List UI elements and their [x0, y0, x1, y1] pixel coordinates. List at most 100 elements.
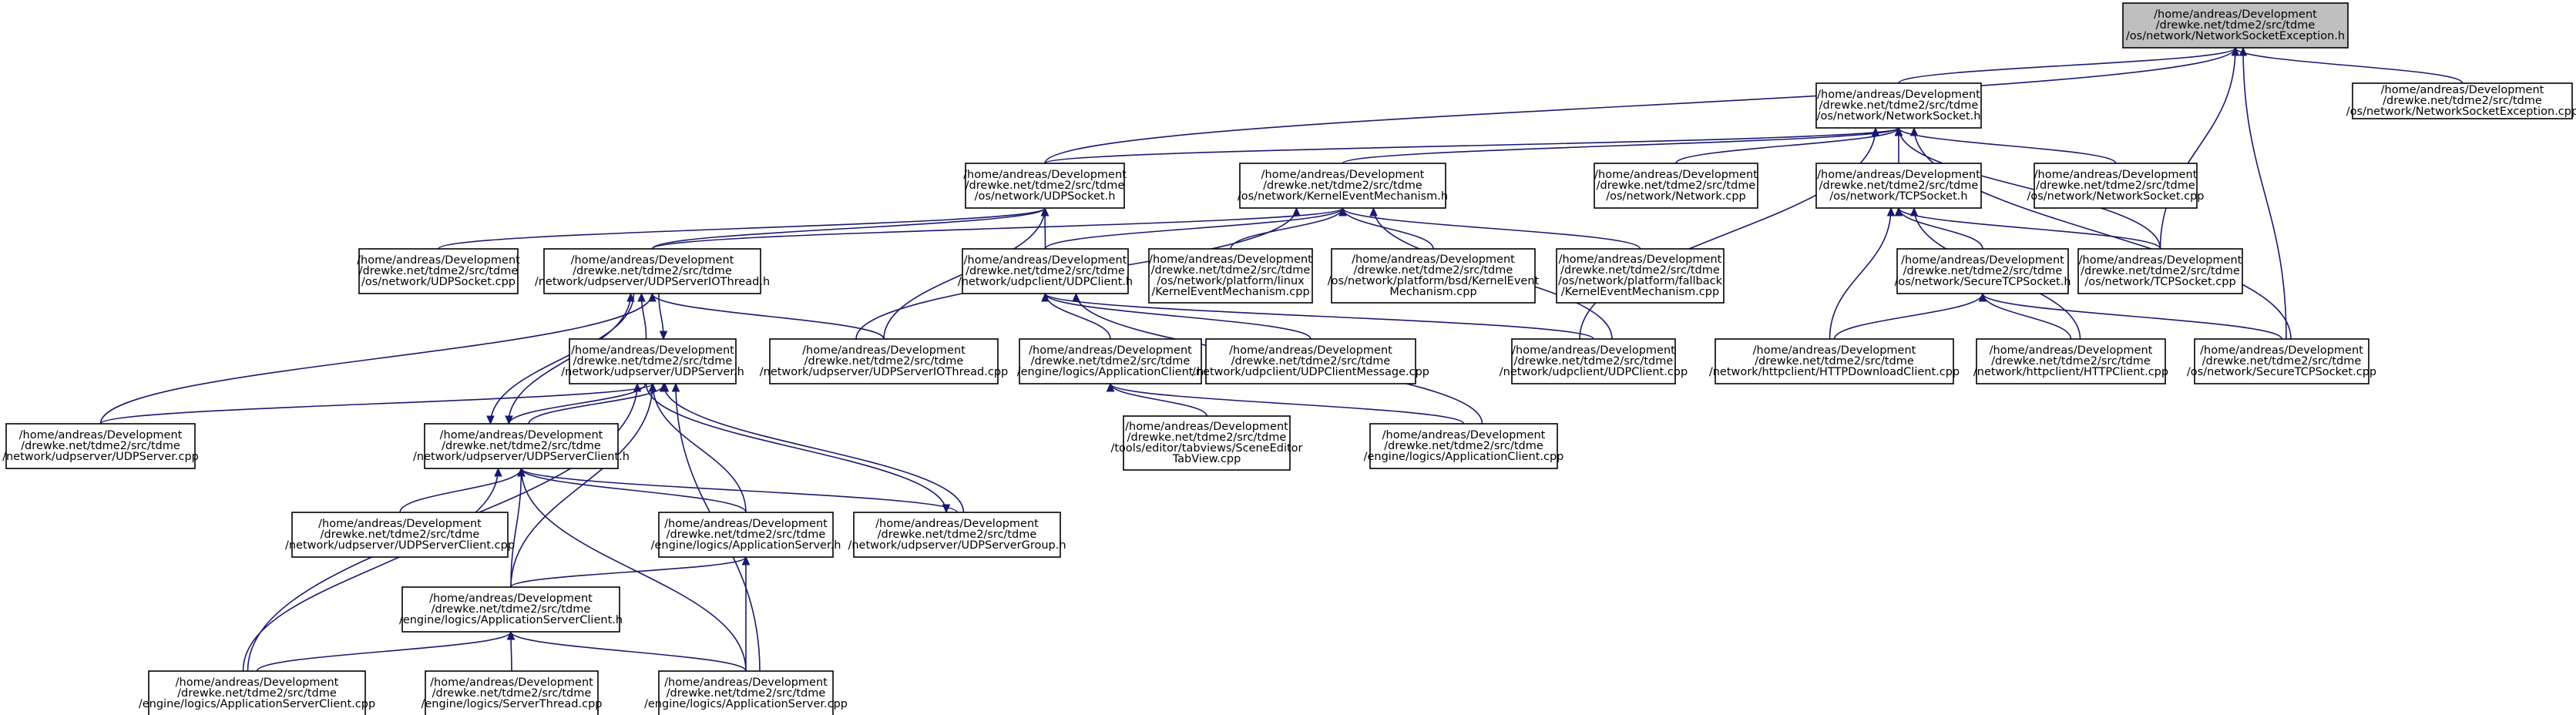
- node-label-line: /os/network/KernelEventMechanism.h: [1238, 190, 1448, 203]
- edge-asc-h-to-us-h: [510, 383, 653, 588]
- node-box: [148, 670, 366, 715]
- graph-node-kem-bsd[interactable]: /home/andreas/Development/drewke.net/tdm…: [1328, 248, 1540, 304]
- node-label-line: /home/andreas/Development: [571, 344, 734, 357]
- graph-node-ac-cpp[interactable]: /home/andreas/Development/drewke.net/tdm…: [1364, 423, 1564, 469]
- node-label-line: /network/udpserver/UDPServerIOThread.cpp: [760, 366, 1009, 378]
- graph-node-us-cpp[interactable]: /home/andreas/Development/drewke.net/tdm…: [2, 423, 199, 469]
- graph-node-as-cpp[interactable]: /home/andreas/Development/drewke.net/tdm…: [644, 670, 848, 715]
- node-label-line: /home/andreas/Development: [2034, 169, 2198, 181]
- graph-node-as-h[interactable]: /home/andreas/Development/drewke.net/tdm…: [651, 512, 841, 558]
- graph-node-hc-cpp[interactable]: /home/andreas/Development/drewke.net/tdm…: [1973, 338, 2168, 384]
- node-label-line: /network/udpserver/UDPServer.h: [561, 366, 744, 378]
- graph-node-net-cpp[interactable]: /home/andreas/Development/drewke.net/tdm…: [1594, 163, 1758, 209]
- node-label-line: /drewke.net/tdme2/src/tdme: [573, 355, 733, 368]
- node-label-line: /drewke.net/tdme2/src/tdme: [2202, 355, 2362, 368]
- graph-node-tcps-cpp[interactable]: /home/andreas/Development/drewke.net/tdm…: [2077, 248, 2243, 294]
- node-label-line: /drewke.net/tdme2/src/tdme: [1231, 355, 1391, 368]
- node-box: [1815, 82, 1982, 129]
- edge-arrowhead: [1072, 292, 1080, 302]
- graph-node-ac-h[interactable]: /home/andreas/Development/drewke.net/tdm…: [1017, 338, 1204, 384]
- node-label-line: /drewke.net/tdme2/src/tdme: [1819, 180, 1979, 192]
- graph-node-us-h[interactable]: /home/andreas/Development/drewke.net/tdm…: [561, 338, 744, 384]
- node-box: [1205, 338, 1416, 384]
- edge-arrowhead: [1909, 126, 1919, 136]
- edge-asc-cpp-to-asc-h: [256, 631, 512, 672]
- node-label-line: /drewke.net/tdme2/src/tdme: [2383, 95, 2542, 107]
- edge-arrowhead: [1909, 206, 1919, 217]
- graph-node-asc-h[interactable]: /home/andreas/Development/drewke.net/tdm…: [399, 586, 623, 633]
- node-label-line: /os/network/SecureTCPSocket.h: [1894, 276, 2071, 288]
- graph-node-kem-linux[interactable]: /home/andreas/Development/drewke.net/tdm…: [1148, 248, 1313, 304]
- node-label-line: /drewke.net/tdme2/src/tdme: [1597, 180, 1756, 192]
- edge-arrowhead: [659, 331, 668, 341]
- node-box: [962, 248, 1129, 294]
- graph-node-ns-cpp[interactable]: /home/andreas/Development/drewke.net/tdm…: [2027, 163, 2205, 209]
- graph-node-ns-h[interactable]: /home/andreas/Development/drewke.net/tdm…: [1815, 82, 1982, 129]
- graph-node-hdc-cpp[interactable]: /home/andreas/Development/drewke.net/tdm…: [1709, 338, 1960, 384]
- graph-node-stcps-h[interactable]: /home/andreas/Development/drewke.net/tdm…: [1894, 248, 2071, 294]
- edge-arrowhead: [1894, 126, 1903, 136]
- graph-node-usiot-h[interactable]: /home/andreas/Development/drewke.net/tdm…: [535, 248, 770, 294]
- edge-usg-h-to-us-h: [663, 383, 965, 513]
- edge-arrowhead: [505, 415, 513, 425]
- edge-arrowhead: [1338, 206, 1347, 217]
- node-label-line: /drewke.net/tdme2/src/tdme: [966, 265, 1125, 277]
- graph-node-asc-cpp[interactable]: /home/andreas/Development/drewke.net/tdm…: [139, 670, 375, 715]
- node-label-line: /os/network/TCPSocket.h: [1829, 190, 1967, 203]
- node-label-line: /os/network/TCPSocket.cpp: [2084, 276, 2235, 288]
- node-label-line: /drewke.net/tdme2/src/tdme: [878, 529, 1037, 541]
- node-label-line: /drewke.net/tdme2/src/tdme: [667, 529, 826, 541]
- graph-node-udpc-h[interactable]: /home/andreas/Development/drewke.net/tdm…: [958, 248, 1133, 294]
- graph-node-udps-cpp[interactable]: /home/andreas/Development/drewke.net/tdm…: [357, 248, 520, 294]
- graph-node-kem-h[interactable]: /home/andreas/Development/drewke.net/tdm…: [1238, 163, 1448, 209]
- edge-asc-h-to-usc-h: [510, 468, 522, 588]
- graph-node-udps-h[interactable]: /home/andreas/Development/drewke.net/tdm…: [963, 163, 1127, 209]
- node-label-line: /engine/logics/ApplicationClient.cpp: [1364, 451, 1564, 463]
- node-label-line: /os/network/platform/linux: [1157, 275, 1305, 287]
- node-label-line: /drewke.net/tdme2/src/tdme: [2156, 19, 2316, 32]
- graph-node-setv-cpp[interactable]: /home/andreas/Development/drewke.net/tdm…: [1110, 415, 1303, 471]
- node-label-line: /engine/logics/ServerThread.cpp: [421, 698, 602, 710]
- node-box: [401, 586, 620, 633]
- edge-kem-bsd-to-kem-h: [1342, 207, 1434, 250]
- graph-node-nse-h[interactable]: /home/andreas/Development/drewke.net/tdm…: [2122, 2, 2349, 49]
- edge-arrowhead: [2231, 46, 2240, 56]
- graph-node-usg-h[interactable]: /home/andreas/Development/drewke.net/tdm…: [848, 512, 1066, 558]
- graph-node-nse-cpp[interactable]: /home/andreas/Development/drewke.net/tdm…: [2346, 82, 2576, 119]
- node-box: [2194, 338, 2369, 384]
- graph-node-kem-fallback[interactable]: /home/andreas/Development/drewke.net/tdm…: [1556, 248, 1725, 304]
- edge-arrowhead: [1886, 206, 1896, 217]
- graph-node-usc-cpp[interactable]: /home/andreas/Development/drewke.net/tdm…: [285, 512, 515, 558]
- node-label-line: /drewke.net/tdme2/src/tdme: [1560, 264, 1720, 277]
- node-label-line: /drewke.net/tdme2/src/tdme: [432, 603, 591, 616]
- edge-asc-h-to-as-h: [510, 556, 747, 588]
- edge-stcps-h-to-tcps-h: [1898, 207, 1983, 250]
- graph-node-udpc-cpp[interactable]: /home/andreas/Development/drewke.net/tdm…: [1500, 338, 1688, 384]
- edge-hc-cpp-to-stcps-h: [1982, 293, 2072, 340]
- edge-ac-cpp-to-ac-h: [1110, 383, 1465, 425]
- graph-node-stcps-cpp[interactable]: /home/andreas/Development/drewke.net/tdm…: [2187, 338, 2376, 384]
- edge-as-cpp-to-usc-h: [520, 468, 747, 672]
- graph-node-udpcm-cpp[interactable]: /home/andreas/Development/drewke.net/tdm…: [1192, 338, 1429, 384]
- node-label-line: /network/udpclient/UDPClient.h: [958, 276, 1133, 288]
- node-label-line: /drewke.net/tdme2/src/tdme: [1903, 265, 2063, 277]
- graph-node-usc-h[interactable]: /home/andreas/Development/drewke.net/tdm…: [413, 423, 630, 469]
- edge-arrowhead: [1041, 292, 1050, 302]
- node-label-line: /drewke.net/tdme2/src/tdme: [1354, 264, 1513, 277]
- graph-node-usiot-cpp[interactable]: /home/andreas/Development/drewke.net/tdm…: [760, 338, 1009, 384]
- node-label-line: /home/andreas/Development: [1901, 254, 2064, 267]
- node-box: [1511, 338, 1676, 384]
- node-box: [569, 338, 737, 384]
- node-label-line: /drewke.net/tdme2/src/tdme: [2036, 180, 2195, 192]
- edge-as-h-to-us-h: [652, 383, 747, 513]
- node-label-line: /home/andreas/Development: [1382, 429, 1546, 441]
- graph-node-tcps-h[interactable]: /home/andreas/Development/drewke.net/tdm…: [1815, 163, 1982, 209]
- node-label-line: /home/andreas/Development: [1753, 344, 1916, 357]
- node-label-line: /drewke.net/tdme2/src/tdme: [359, 265, 519, 277]
- node-box: [1239, 163, 1446, 209]
- edge-stcps-cpp-to-nse-h: [2242, 47, 2287, 340]
- node-label-line: /network/httpclient/HTTPClient.cpp: [1973, 366, 2168, 378]
- graph-node-st-cpp[interactable]: /home/andreas/Development/drewke.net/tdm…: [421, 670, 603, 715]
- node-label-line: /home/andreas/Development: [964, 254, 1127, 267]
